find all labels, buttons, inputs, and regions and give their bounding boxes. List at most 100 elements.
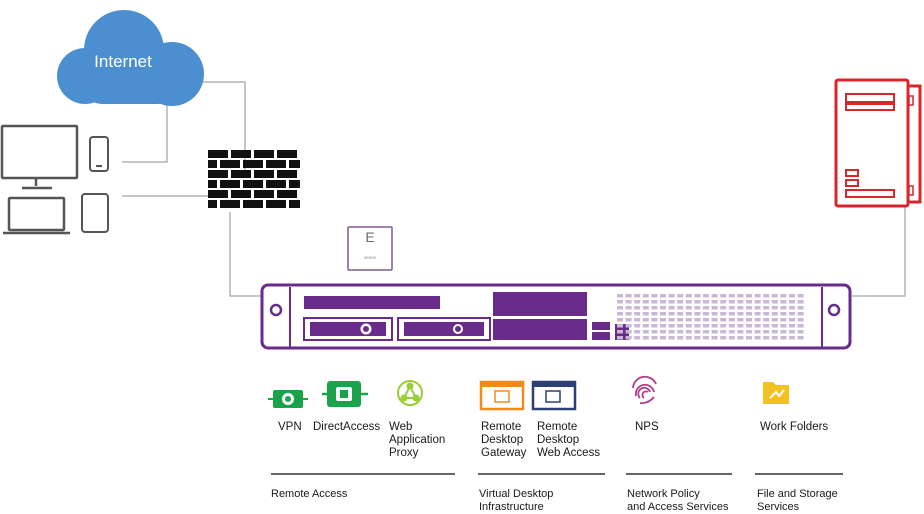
fingerprint-icon bbox=[632, 375, 657, 405]
vent-slot bbox=[694, 300, 701, 304]
vent-slot bbox=[651, 324, 658, 328]
vent-slot bbox=[763, 300, 770, 304]
vent-slot bbox=[737, 306, 744, 310]
smartphone-icon bbox=[89, 136, 109, 172]
vent-slot bbox=[780, 330, 787, 334]
vent-slot bbox=[625, 330, 632, 334]
vent-slot bbox=[617, 300, 623, 304]
vent-slot bbox=[660, 330, 666, 334]
firewall-brick bbox=[277, 150, 297, 158]
vent-slot bbox=[728, 294, 735, 298]
vent-slot bbox=[634, 336, 641, 340]
firewall-brick bbox=[289, 160, 300, 168]
firewall-brick bbox=[289, 200, 300, 208]
vent-slot bbox=[703, 324, 709, 328]
vent-slot bbox=[634, 324, 641, 328]
vent-slot bbox=[634, 312, 641, 316]
firewall-brick bbox=[266, 180, 286, 188]
vent-slot bbox=[771, 294, 778, 298]
vent-slot bbox=[660, 318, 666, 322]
vent-slot bbox=[797, 306, 804, 310]
feature-label-remote-desktop-gateway: Remote Desktop Gateway bbox=[481, 421, 527, 459]
firewall-brick bbox=[254, 190, 274, 198]
vent-slot bbox=[694, 312, 701, 316]
vent-slot bbox=[694, 294, 701, 298]
vent-slot bbox=[711, 330, 718, 334]
vent-slot bbox=[728, 318, 735, 322]
vent-slot bbox=[780, 324, 787, 328]
vent-slot bbox=[789, 306, 795, 310]
cloud-icon bbox=[57, 10, 204, 106]
vent-slot bbox=[677, 318, 684, 322]
vent-slot bbox=[711, 318, 718, 322]
vent-slot bbox=[797, 294, 804, 298]
vent-slot bbox=[720, 318, 727, 322]
vent-slot bbox=[728, 312, 735, 316]
vent-slot bbox=[797, 300, 804, 304]
vent-slot bbox=[797, 312, 804, 316]
vent-slot bbox=[660, 324, 666, 328]
vent-slot bbox=[763, 324, 770, 328]
vent-slot bbox=[728, 330, 735, 334]
vent-slot bbox=[668, 294, 675, 298]
vent-slot bbox=[642, 300, 649, 304]
feature-label-web-application-proxy: Web Application Proxy bbox=[389, 421, 446, 459]
firewall-brick bbox=[208, 150, 228, 158]
vent-slot bbox=[668, 318, 675, 322]
vent-slot bbox=[651, 318, 658, 322]
firewall-brick bbox=[220, 180, 240, 188]
vent-slot bbox=[780, 312, 787, 316]
vent-slot bbox=[754, 330, 761, 334]
firewall-brick bbox=[277, 190, 297, 198]
vent-slot bbox=[694, 318, 701, 322]
vent-slot bbox=[720, 324, 727, 328]
vent-slot bbox=[660, 300, 666, 304]
vent-slot bbox=[668, 300, 675, 304]
vent-slot bbox=[746, 336, 752, 340]
vent-slot bbox=[711, 336, 718, 340]
firewall-brick bbox=[220, 200, 240, 208]
vent-slot bbox=[677, 312, 684, 316]
vent-slot bbox=[789, 324, 795, 328]
directaccess-icon bbox=[322, 381, 368, 407]
vpn-icon bbox=[268, 390, 308, 408]
vent-slot bbox=[651, 330, 658, 334]
vent-slot bbox=[617, 330, 623, 334]
vent-slot bbox=[685, 300, 692, 304]
vent-slot bbox=[703, 300, 709, 304]
vent-slot bbox=[677, 306, 684, 310]
vent-slot bbox=[651, 300, 658, 304]
vent-slot bbox=[754, 318, 761, 322]
desktop-monitor-icon bbox=[0, 124, 79, 190]
vent-slot bbox=[625, 324, 632, 328]
vent-slot bbox=[625, 294, 632, 298]
vent-slot bbox=[617, 306, 623, 310]
vent-slot bbox=[703, 330, 709, 334]
vent-slot bbox=[617, 324, 623, 328]
vent-slot bbox=[711, 312, 718, 316]
vent-slot bbox=[720, 300, 727, 304]
firewall-brick bbox=[266, 160, 286, 168]
laptop-icon bbox=[3, 196, 70, 235]
vent-slot bbox=[763, 312, 770, 316]
vent-slot bbox=[625, 306, 632, 310]
vent-slot bbox=[634, 294, 641, 298]
firewall-brick bbox=[208, 170, 228, 178]
vent-slot bbox=[617, 336, 623, 340]
vent-slot bbox=[771, 336, 778, 340]
vent-slot bbox=[728, 306, 735, 310]
firewall-brick bbox=[277, 170, 297, 178]
vent-slot bbox=[737, 294, 744, 298]
vent-slot bbox=[694, 336, 701, 340]
vent-slot bbox=[668, 306, 675, 310]
vent-slot bbox=[720, 330, 727, 334]
vent-slot bbox=[642, 306, 649, 310]
vent-slot bbox=[685, 324, 692, 328]
vent-slot bbox=[746, 330, 752, 334]
vent-slot bbox=[797, 330, 804, 334]
e-series-badge bbox=[347, 226, 393, 271]
remote-desktop-gateway-icon bbox=[479, 380, 525, 411]
remote-desktop-web-access-icon bbox=[531, 380, 577, 411]
firewall-brick bbox=[231, 150, 251, 158]
